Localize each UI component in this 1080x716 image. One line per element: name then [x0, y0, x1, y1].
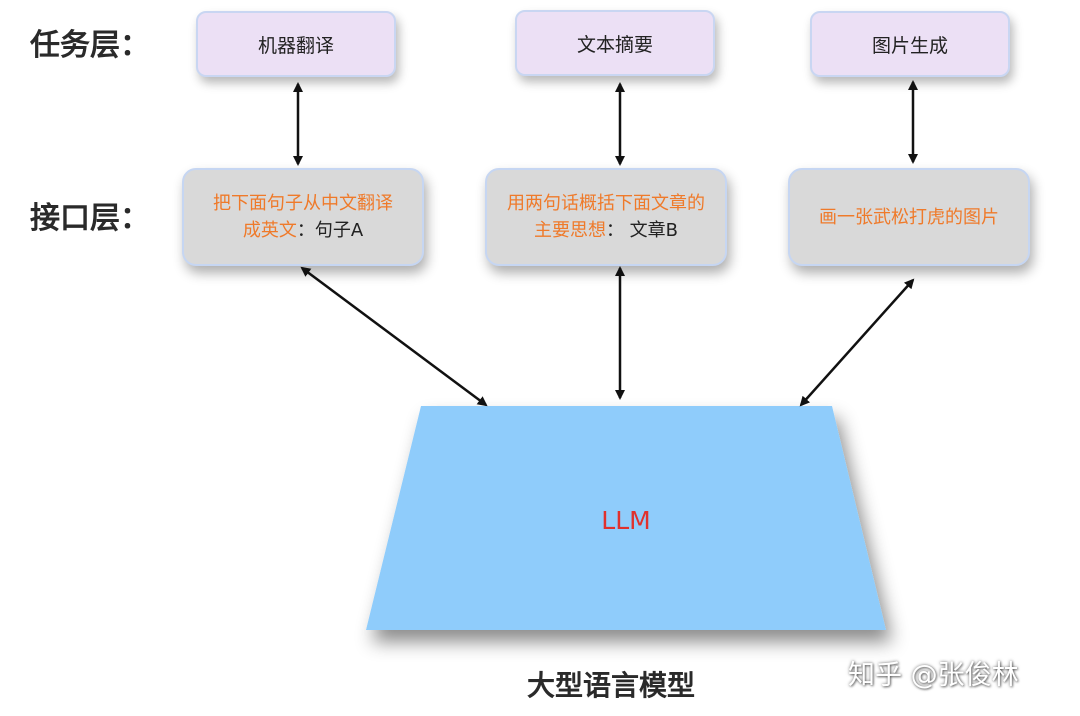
llm-label: LLM [601, 506, 651, 535]
interface-box-summary-prompt: 用两句话概括下面文章的 主要思想： 文章B [485, 168, 727, 266]
arrow-interface3-llm [799, 278, 915, 407]
prompt-line: 用两句话概括下面文章的 [507, 193, 705, 214]
task-box-image-generation: 图片生成 [810, 11, 1010, 77]
prompt-input: ：句子A [296, 220, 364, 241]
prompt-line: 把下面句子从中文翻译 [213, 193, 393, 214]
interface-box-image-prompt: 画一张武松打虎的图片 [788, 168, 1030, 266]
prompt-line: 成英文：句子A [243, 217, 363, 244]
task-label: 机器翻译 [257, 34, 334, 57]
llm-trapezoid [366, 406, 886, 630]
watermark: 知乎 @张俊林 [848, 660, 1019, 691]
prompt-text: 成英文 [242, 220, 297, 241]
prompt-text: 主要思想 [533, 220, 606, 241]
task-label: 图片生成 [871, 34, 948, 57]
prompt-line: 画一张武松打虎的图片 [819, 206, 999, 228]
model-title: 大型语言模型 [526, 669, 695, 702]
interface-layer-label: 接口层： [30, 201, 150, 236]
prompt-input: ： 文章B [605, 220, 679, 241]
task-label: 文本摘要 [576, 33, 653, 56]
arrow-interface1-llm [300, 266, 488, 407]
interface-box-translation-prompt: 把下面句子从中文翻译 成英文：句子A [182, 168, 424, 266]
task-box-machine-translation: 机器翻译 [196, 11, 396, 77]
task-box-text-summary: 文本摘要 [515, 10, 715, 76]
task-layer-label: 任务层： [30, 28, 150, 63]
prompt-line: 主要思想： 文章B [534, 217, 678, 244]
